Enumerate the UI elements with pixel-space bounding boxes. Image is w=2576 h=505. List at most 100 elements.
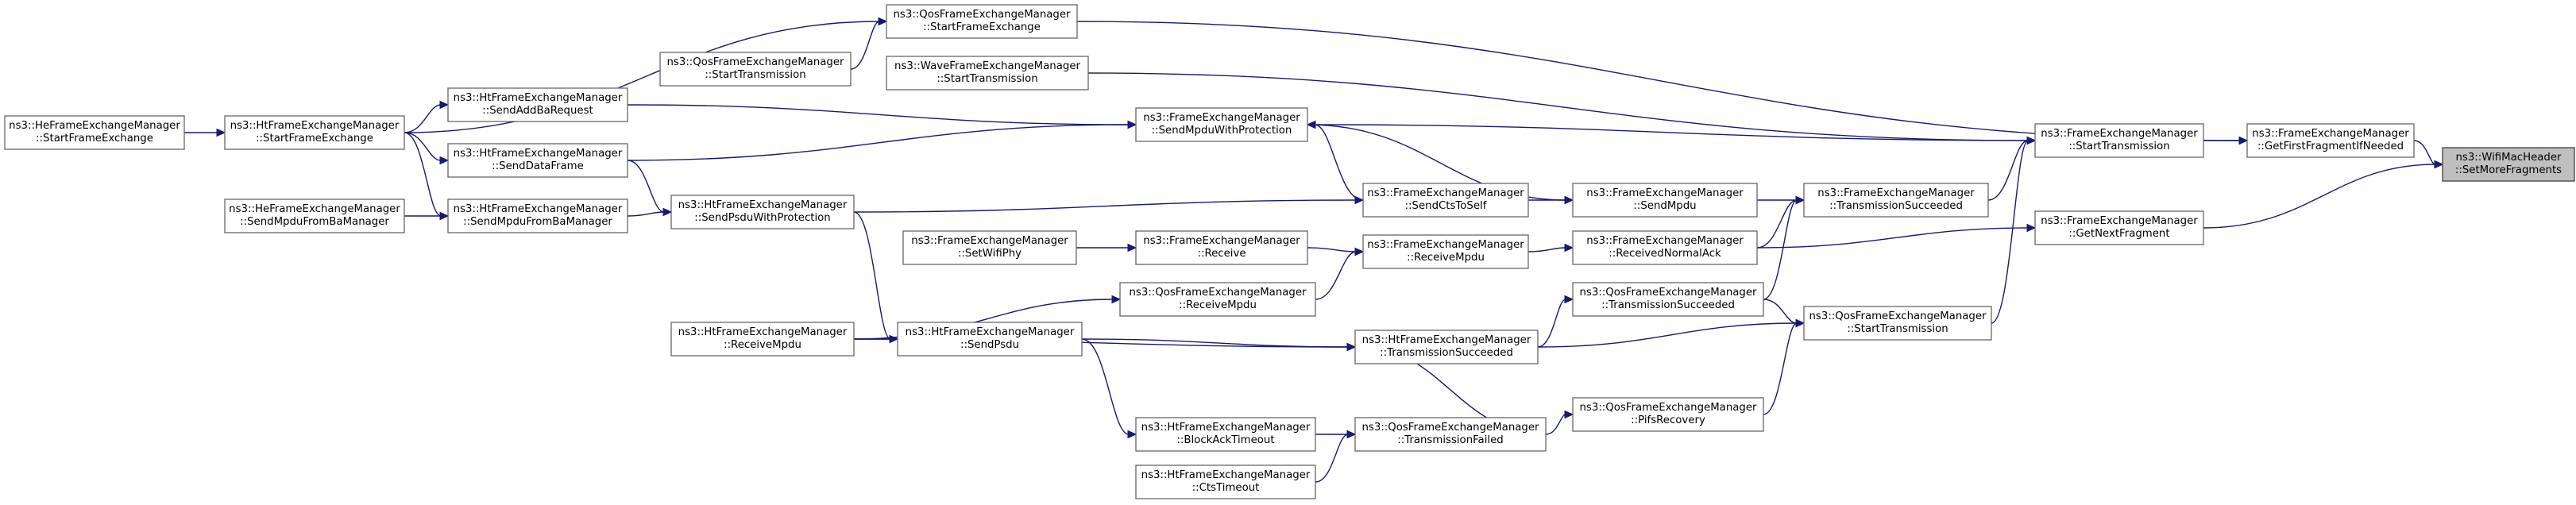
edge-qos_txfailed-to-qos_pifs	[1545, 414, 1566, 435]
node-label-line: ::SendMpduFromBaManager	[463, 216, 612, 228]
node-label-line: ns3::HtFrameExchangeManager	[230, 120, 400, 132]
edge-qos_recvmpdu-to-fem_recvmpdu	[1315, 251, 1357, 300]
node-fem_getfirst[interactable]: ns3::FrameExchangeManager::GetFirstFragm…	[2246, 123, 2415, 158]
node-label-line: ::TransmissionSucceeded	[1380, 347, 1513, 359]
node-ht_sendpsdu[interactable]: ns3::HtFrameExchangeManager::SendPsdu	[897, 322, 1083, 357]
node-fem_recvmpdu[interactable]: ns3::FrameExchangeManager::ReceiveMpdu	[1362, 234, 1529, 269]
node-qos_txsucc[interactable]: ns3::QosFrameExchangeManager::Transmissi…	[1572, 282, 1764, 317]
node-wave_starttx[interactable]: ns3::WaveFrameExchangeManager::StartTran…	[886, 56, 1089, 91]
node-qos_txfailed[interactable]: ns3::QosFrameExchangeManager::Transmissi…	[1354, 417, 1547, 452]
node-ht_senddata[interactable]: ns3::HtFrameExchangeManager::SendDataFra…	[447, 143, 628, 178]
arrowhead-fem_sendcts-to-fem_sendmpdu	[1564, 195, 1574, 205]
node-fem_txsucc[interactable]: ns3::FrameExchangeManager::TransmissionS…	[1803, 183, 1989, 218]
node-ht_recvmpdu[interactable]: ns3::HtFrameExchangeManager::ReceiveMpdu	[670, 322, 855, 357]
node-label-line: ns3::QosFrameExchangeManager	[1809, 310, 1987, 322]
node-label-line: ::StartFrameExchange	[256, 133, 373, 145]
edge-qos_txsucc-to-fem_txsucc	[1763, 199, 1798, 300]
edge-fem_txsucc-to-fem_starttx	[1987, 140, 2029, 201]
node-box	[2034, 210, 2204, 245]
node-label-line: ::CtsTimeout	[1192, 482, 1260, 494]
node-label-line: ::TransmissionSucceeded	[1601, 299, 1735, 311]
node-label-line: ::GetFirstFragmentIfNeeded	[2257, 141, 2404, 152]
node-fem_receive[interactable]: ns3::FrameExchangeManager::Receive	[1135, 230, 1308, 265]
node-label-line: ns3::FrameExchangeManager	[1817, 187, 1975, 199]
node-qos_starttx[interactable]: ns3::QosFrameExchangeManager::StartTrans…	[1803, 306, 1992, 341]
node-qos_pifs[interactable]: ns3::QosFrameExchangeManager::PifsRecove…	[1572, 397, 1764, 432]
edge-ht_startfe-to-ht_sendmpdufromba	[404, 132, 442, 217]
arrowhead-fem_sendcts-to-fem_sendmpduprot	[1306, 120, 1316, 129]
edge-ht_sendpsduprot-to-ht_sendpsdu	[853, 211, 891, 340]
edge-ht_txsucc-to-qos_starttx	[1537, 322, 1798, 348]
node-box	[902, 230, 1077, 265]
arrowhead-ht_sendmpdufromba-to-ht_sendpsduprot	[662, 207, 673, 217]
node-box	[1803, 306, 1992, 341]
arrowhead-ht_startfe-to-qos_startfe	[878, 17, 888, 26]
node-label-line: ns3::QosFrameExchangeManager	[1130, 287, 1307, 299]
node-he_startfe[interactable]: ns3::HeFrameExchangeManager::StartFrameE…	[4, 115, 185, 150]
node-label-line: ::SetMoreFragments	[2455, 164, 2562, 176]
node-fem_setwifiphy[interactable]: ns3::FrameExchangeManager::SetWifiPhy	[902, 230, 1077, 265]
node-label-line: ns3::FrameExchangeManager	[911, 235, 1068, 247]
node-box	[224, 199, 405, 233]
node-label-line: ns3::WaveFrameExchangeManager	[894, 60, 1080, 72]
node-ht_sendaddba[interactable]: ns3::HtFrameExchangeManager::SendAddBaRe…	[447, 87, 628, 122]
node-qos_starttx2[interactable]: ns3::QosFrameExchangeManager::StartTrans…	[659, 52, 852, 87]
node-box	[1572, 230, 1758, 265]
node-box	[2442, 147, 2575, 182]
node-ht_ctstimeout[interactable]: ns3::HtFrameExchangeManager::CtsTimeout	[1135, 465, 1316, 499]
arrowhead-qos_startfe-to-fem_getfirst	[2238, 136, 2249, 145]
arrowhead-qos_txsucc-to-fem_txsucc	[1795, 195, 1806, 205]
node-fem_sendmpduprot[interactable]: ns3::FrameExchangeManager::SendMpduWithP…	[1135, 107, 1308, 142]
edge-ht_sendpsdu-to-ht_blockacktimeout	[1081, 338, 1130, 435]
node-label-line: ::StartTransmission	[1847, 323, 1948, 335]
node-label-line: ns3::HtFrameExchangeManager	[906, 326, 1075, 338]
node-he_sendmpdufromba[interactable]: ns3::HeFrameExchangeManager::SendMpduFro…	[224, 199, 405, 233]
node-box	[886, 56, 1089, 91]
arrowhead-ht_recvmpdu-to-ht_txsucc	[1346, 342, 1357, 352]
node-box	[897, 322, 1083, 357]
node-qos_recvmpdu[interactable]: ns3::QosFrameExchangeManager::ReceiveMpd…	[1119, 282, 1316, 317]
node-label-line: ns3::FrameExchangeManager	[1367, 239, 1524, 251]
node-label-line: ns3::FrameExchangeManager	[1143, 112, 1300, 124]
node-ht_sendpsduprot[interactable]: ns3::HtFrameExchangeManager::SendPsduWit…	[670, 195, 855, 229]
edge-ht_txsucc-to-qos_txsucc	[1537, 299, 1566, 348]
node-label-line: ns3::HtFrameExchangeManager	[1141, 469, 1311, 481]
arrowhead-qos_pifs-to-qos_starttx	[1795, 318, 1806, 328]
node-ht_startfe[interactable]: ns3::HtFrameExchangeManager::StartFrameE…	[224, 115, 405, 150]
node-fem_sendcts[interactable]: ns3::FrameExchangeManager::SendCtsToSelf	[1362, 183, 1529, 218]
node-label-line: ::SendPsduWithProtection	[694, 212, 831, 224]
node-label-line: ::SendDataFrame	[492, 160, 584, 172]
node-label-line: ::StartTransmission	[705, 69, 805, 81]
node-label-line: ns3::FrameExchangeManager	[2252, 128, 2409, 140]
node-ht_txsucc[interactable]: ns3::HtFrameExchangeManager::Transmissio…	[1354, 330, 1539, 364]
edge-ht_sendaddba-to-fem_sendmpduprot	[627, 104, 1130, 125]
node-label-line: ::GetNextFragment	[2068, 228, 2169, 240]
edge-qos_startfe-to-fem_getfirst	[1076, 21, 2241, 141]
node-label-line: ns3::QosFrameExchangeManager	[1362, 422, 1540, 434]
node-label-line: ns3::FrameExchangeManager	[2041, 128, 2198, 140]
node-label-line: ns3::HtFrameExchangeManager	[1362, 334, 1531, 346]
arrowhead-he_startfe-to-ht_startfe	[216, 128, 226, 137]
node-label-line: ns3::QosFrameExchangeManager	[1580, 402, 1758, 414]
edge-qos_pifs-to-qos_starttx	[1763, 322, 1798, 415]
node-label-line: ::SetWifiPhy	[958, 248, 1022, 260]
node-box	[1135, 417, 1316, 452]
node-ht_blockacktimeout[interactable]: ns3::HtFrameExchangeManager::BlockAckTim…	[1135, 417, 1316, 452]
node-label-line: ns3::QosFrameExchangeManager	[667, 56, 845, 68]
node-ht_sendmpdufromba[interactable]: ns3::HtFrameExchangeManager::SendMpduFro…	[447, 199, 628, 233]
node-box	[2034, 123, 2204, 158]
edge-qos_txsucc-to-qos_starttx	[1763, 299, 1798, 324]
node-label-line: ::PifsRecovery	[1631, 414, 1705, 426]
node-box	[447, 87, 628, 122]
edge-fem_getfirst-to-root	[2413, 140, 2436, 165]
node-fem_starttx[interactable]: ns3::FrameExchangeManager::StartTransmis…	[2034, 123, 2204, 158]
node-label-line: ::StartTransmission	[2068, 141, 2169, 152]
node-fem_recvnormalack[interactable]: ns3::FrameExchangeManager::ReceivedNorma…	[1572, 230, 1758, 265]
node-label-line: ns3::HtFrameExchangeManager	[454, 203, 623, 215]
node-root[interactable]: ns3::WifiMacHeader::SetMoreFragments	[2442, 147, 2575, 182]
node-fem_getnext[interactable]: ns3::FrameExchangeManager::GetNextFragme…	[2034, 210, 2204, 245]
node-fem_sendmpdu[interactable]: ns3::FrameExchangeManager::SendMpdu	[1572, 183, 1758, 218]
node-qos_startfe[interactable]: ns3::QosFrameExchangeManager::StartFrame…	[886, 4, 1078, 39]
node-label-line: ns3::FrameExchangeManager	[1586, 235, 1744, 247]
node-label-line: ns3::HeFrameExchangeManager	[9, 120, 180, 132]
